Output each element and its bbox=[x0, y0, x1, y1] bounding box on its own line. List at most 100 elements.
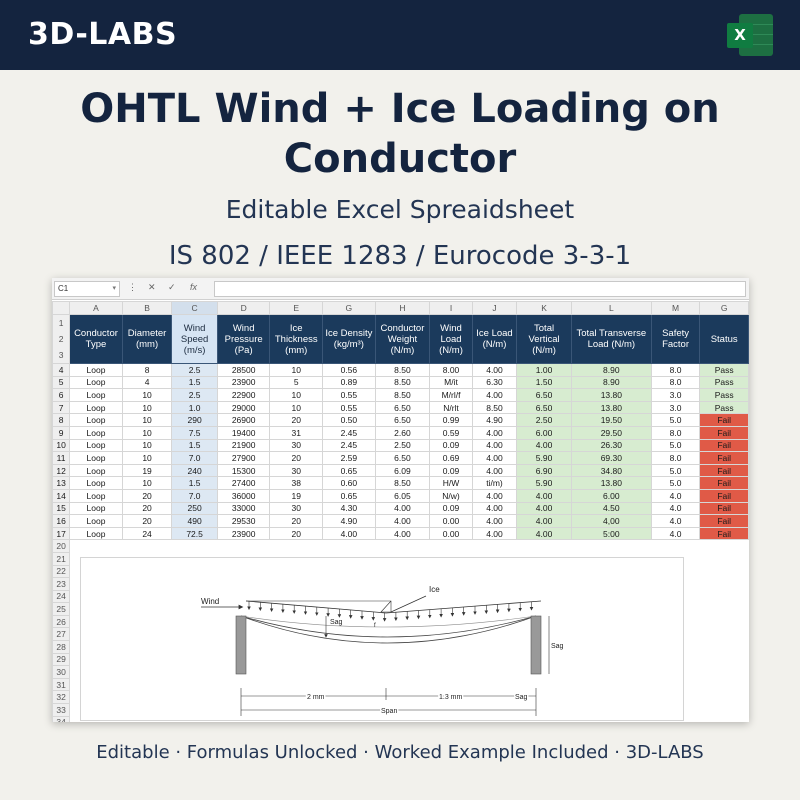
table-cell[interactable]: M/it bbox=[429, 375, 473, 390]
table-cell[interactable]: 7.5 bbox=[171, 425, 218, 440]
table-cell[interactable]: 19.50 bbox=[570, 413, 652, 427]
table-cell[interactable]: 7.0 bbox=[171, 488, 218, 503]
table-cell[interactable]: 6.00 bbox=[570, 488, 652, 503]
confirm-icon[interactable]: ✓ bbox=[168, 282, 176, 292]
table-cell[interactable]: 4.00 bbox=[471, 438, 518, 453]
table-cell[interactable]: 4.00 bbox=[374, 526, 431, 541]
status-cell[interactable]: Fail bbox=[699, 463, 749, 478]
table-cell[interactable]: 2.59 bbox=[322, 451, 376, 465]
row-number[interactable]: 32 bbox=[52, 690, 71, 705]
table-cell[interactable]: 23900 bbox=[216, 526, 271, 541]
table-cell[interactable]: 8.50 bbox=[374, 388, 431, 402]
status-cell[interactable]: Fail bbox=[699, 514, 749, 528]
table-cell[interactable]: 5.0 bbox=[650, 476, 701, 490]
table-cell[interactable]: 10 bbox=[121, 451, 173, 465]
table-cell[interactable]: 8.0 bbox=[650, 375, 701, 390]
table-cell[interactable]: 26900 bbox=[216, 413, 271, 427]
row-number[interactable]: 30 bbox=[52, 665, 71, 679]
table-cell[interactable]: 19400 bbox=[216, 425, 271, 440]
table-cell[interactable]: 4.00 bbox=[471, 488, 518, 503]
table-cell[interactable]: 3.0 bbox=[650, 388, 701, 402]
table-cell[interactable]: 6.50 bbox=[516, 388, 572, 402]
table-cell[interactable]: 4.0 bbox=[650, 488, 701, 503]
status-cell[interactable]: Fail bbox=[699, 438, 749, 453]
table-cell[interactable]: 13.80 bbox=[570, 400, 652, 415]
status-cell[interactable]: Fail bbox=[699, 501, 749, 516]
table-cell[interactable]: 26.30 bbox=[570, 438, 652, 453]
table-cell[interactable]: 21900 bbox=[216, 438, 271, 453]
table-cell[interactable]: 8.90 bbox=[570, 363, 652, 377]
table-cell[interactable]: 1.00 bbox=[516, 363, 572, 377]
more-options-icon[interactable]: ⋮ bbox=[128, 282, 137, 292]
table-cell[interactable]: 3.0 bbox=[650, 400, 701, 415]
column-letter[interactable]: J bbox=[471, 301, 518, 315]
table-cell[interactable]: 0.09 bbox=[429, 463, 473, 478]
row-number[interactable]: 16 bbox=[52, 514, 71, 528]
table-cell[interactable]: 2.50 bbox=[374, 438, 431, 453]
row-number[interactable]: 15 bbox=[52, 501, 71, 516]
table-cell[interactable]: 1.50 bbox=[516, 375, 572, 390]
table-cell[interactable]: Loop bbox=[69, 375, 123, 390]
table-cell[interactable]: 8.0 bbox=[650, 425, 701, 440]
table-cell[interactable]: 10 bbox=[121, 438, 173, 453]
row-number[interactable]: 29 bbox=[52, 652, 71, 667]
row-number[interactable]: 34 bbox=[52, 715, 71, 722]
table-cell[interactable]: N/rlt bbox=[429, 400, 473, 415]
table-cell[interactable]: 4,00 bbox=[570, 514, 652, 528]
table-cell[interactable]: 4.00 bbox=[516, 488, 572, 503]
table-cell[interactable]: 250 bbox=[171, 501, 218, 516]
table-cell[interactable]: 4.00 bbox=[471, 526, 518, 541]
table-cell[interactable]: 30 bbox=[269, 438, 324, 453]
column-letter[interactable]: D bbox=[216, 301, 271, 315]
table-cell[interactable]: 6.50 bbox=[374, 413, 431, 427]
table-cell[interactable]: 31 bbox=[269, 425, 324, 440]
row-number[interactable]: 10 bbox=[52, 438, 71, 453]
status-cell[interactable]: Pass bbox=[699, 363, 749, 377]
table-cell[interactable]: 6.00 bbox=[516, 425, 572, 440]
status-cell[interactable]: Fail bbox=[699, 526, 749, 541]
table-cell[interactable]: 8.50 bbox=[471, 400, 518, 415]
table-cell[interactable]: Loop bbox=[69, 363, 123, 377]
column-letter[interactable]: B bbox=[121, 301, 173, 315]
table-cell[interactable]: Loop bbox=[69, 476, 123, 490]
table-cell[interactable]: 4.90 bbox=[322, 514, 376, 528]
column-letter[interactable]: M bbox=[650, 301, 701, 315]
row-number[interactable]: 6 bbox=[52, 388, 71, 402]
table-cell[interactable]: 7.0 bbox=[171, 451, 218, 465]
table-cell[interactable]: 6.50 bbox=[374, 400, 431, 415]
column-letter[interactable]: H bbox=[374, 301, 431, 315]
formula-input[interactable] bbox=[214, 281, 746, 297]
table-cell[interactable]: 4 bbox=[121, 375, 173, 390]
table-cell[interactable]: 5 bbox=[269, 375, 324, 390]
table-cell[interactable]: 13.80 bbox=[570, 476, 652, 490]
table-cell[interactable]: 4.00 bbox=[471, 501, 518, 516]
column-letter[interactable]: E bbox=[269, 301, 324, 315]
status-cell[interactable]: Fail bbox=[699, 488, 749, 503]
table-cell[interactable]: 29530 bbox=[216, 514, 271, 528]
row-number[interactable]: 23 bbox=[52, 577, 71, 591]
table-cell[interactable]: Loop bbox=[69, 488, 123, 503]
table-cell[interactable]: 2.60 bbox=[374, 425, 431, 440]
row-number[interactable]: 21 bbox=[52, 551, 71, 566]
table-cell[interactable]: 5.90 bbox=[516, 476, 572, 490]
table-cell[interactable]: 8 bbox=[121, 363, 173, 377]
table-cell[interactable]: 30 bbox=[269, 463, 324, 478]
table-cell[interactable]: 4.0 bbox=[650, 501, 701, 516]
table-cell[interactable]: 10 bbox=[269, 400, 324, 415]
column-letter[interactable]: I bbox=[429, 301, 473, 315]
select-all-corner[interactable] bbox=[52, 301, 71, 315]
table-cell[interactable]: Loop bbox=[69, 438, 123, 453]
row-number[interactable]: 4 bbox=[52, 363, 71, 377]
status-cell[interactable]: Pass bbox=[699, 400, 749, 415]
row-number[interactable]: 28 bbox=[52, 640, 71, 654]
table-cell[interactable]: 8.0 bbox=[650, 363, 701, 377]
table-cell[interactable]: 8.0 bbox=[650, 451, 701, 465]
table-cell[interactable]: 19 bbox=[121, 463, 173, 478]
table-cell[interactable]: 4.00 bbox=[471, 363, 518, 377]
status-cell[interactable]: Fail bbox=[699, 425, 749, 440]
table-cell[interactable]: 6.50 bbox=[374, 451, 431, 465]
table-cell[interactable]: N/w) bbox=[429, 488, 473, 503]
table-cell[interactable]: 34.80 bbox=[570, 463, 652, 478]
table-cell[interactable]: 4.00 bbox=[471, 514, 518, 528]
